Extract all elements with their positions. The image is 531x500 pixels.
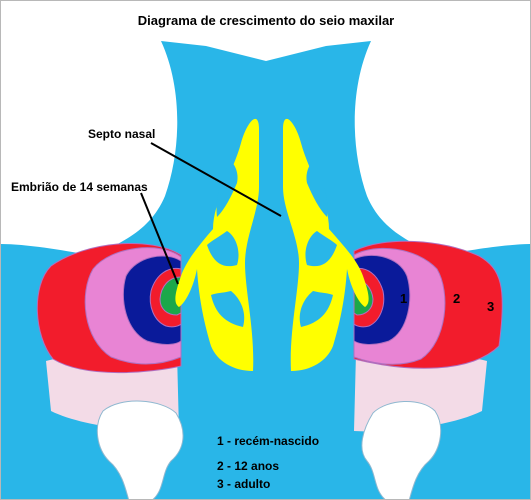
region-number-2: 2 — [453, 291, 460, 306]
legend-item-newborn: 1 - recém-nascido — [217, 434, 319, 448]
diagram-title: Diagrama de crescimento do seio maxilar — [138, 13, 395, 28]
region-number-3: 3 — [487, 299, 494, 314]
legend-item-adult: 3 - adulto — [217, 477, 270, 491]
region-number-1: 1 — [400, 291, 407, 306]
legend-item-12-years: 2 - 12 anos — [217, 459, 279, 473]
embryo-label: Embrião de 14 semanas — [11, 180, 148, 194]
septum-label: Septo nasal — [88, 127, 155, 141]
